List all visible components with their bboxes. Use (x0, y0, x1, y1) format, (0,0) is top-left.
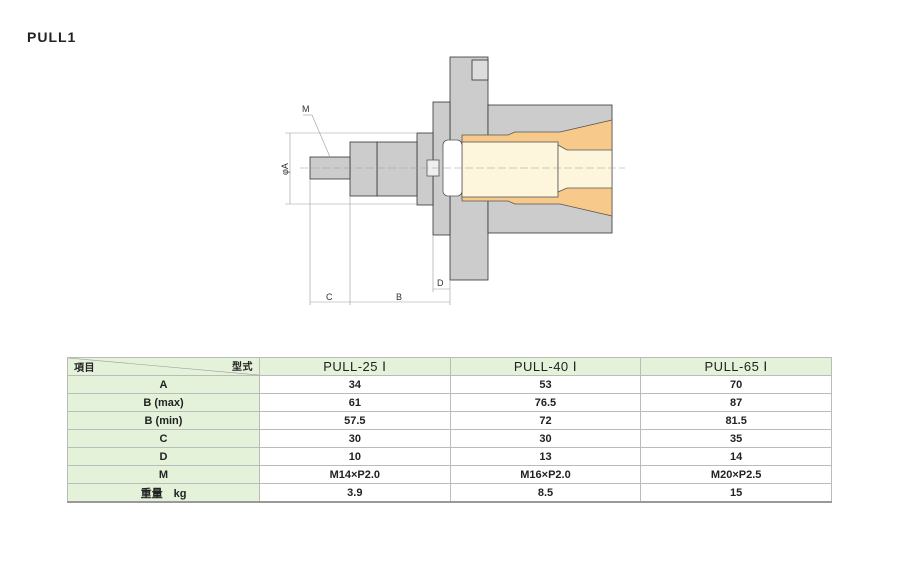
value-cell: 87 (640, 393, 832, 412)
row-label: 重量 kg (67, 483, 260, 503)
corner-cell: 項目 型式 (67, 357, 260, 376)
value-cell: 72 (449, 411, 642, 430)
value-cell: 13 (449, 447, 642, 466)
value-cell: 15 (640, 483, 832, 503)
row-label: A (67, 375, 260, 394)
value-cell: M14×P2.0 (259, 465, 451, 484)
value-cell: M20×P2.5 (640, 465, 832, 484)
value-cell: 14 (640, 447, 832, 466)
value-cell: 53 (449, 375, 642, 394)
value-cell: 34 (259, 375, 451, 394)
item-header: 項目 (74, 363, 95, 374)
collet-inner (461, 141, 559, 198)
pull-cross-section-drawing: M φA C B D (280, 56, 625, 305)
row-label: D (67, 447, 260, 466)
label-b: B (396, 292, 402, 302)
model-header-cell: PULL-25 Ⅰ (259, 357, 451, 376)
value-cell: 76.5 (449, 393, 642, 412)
value-cell: 35 (640, 429, 832, 448)
row-label: B (min) (67, 411, 260, 430)
label-d: D (437, 278, 444, 288)
model-header-cell: PULL-40 Ⅰ (449, 357, 642, 376)
row-label: C (67, 429, 260, 448)
model-header-cell: PULL-65 Ⅰ (640, 357, 832, 376)
value-cell: 81.5 (640, 411, 832, 430)
value-cell: 57.5 (259, 411, 451, 430)
value-cell: 30 (259, 429, 451, 448)
value-cell: 3.9 (259, 483, 451, 503)
nut-right (376, 141, 418, 197)
value-cell: 10 (259, 447, 451, 466)
label-a: φA (280, 163, 290, 175)
model-header: 型式 (232, 362, 253, 373)
value-cell: 30 (449, 429, 642, 448)
row-label: B (max) (67, 393, 260, 412)
row-label: M (67, 465, 260, 484)
nut-left (349, 141, 378, 197)
page-title: PULL1 (27, 29, 77, 45)
label-c: C (326, 292, 333, 302)
value-cell: 61 (259, 393, 451, 412)
table-header-row: 項目 型式 PULL-25 Ⅰ PULL-40 Ⅰ PULL-65 Ⅰ (67, 357, 832, 376)
value-cell: M16×P2.0 (449, 465, 642, 484)
label-m: M (302, 104, 310, 114)
value-cell: 8.5 (449, 483, 642, 503)
value-cell: 70 (640, 375, 832, 394)
